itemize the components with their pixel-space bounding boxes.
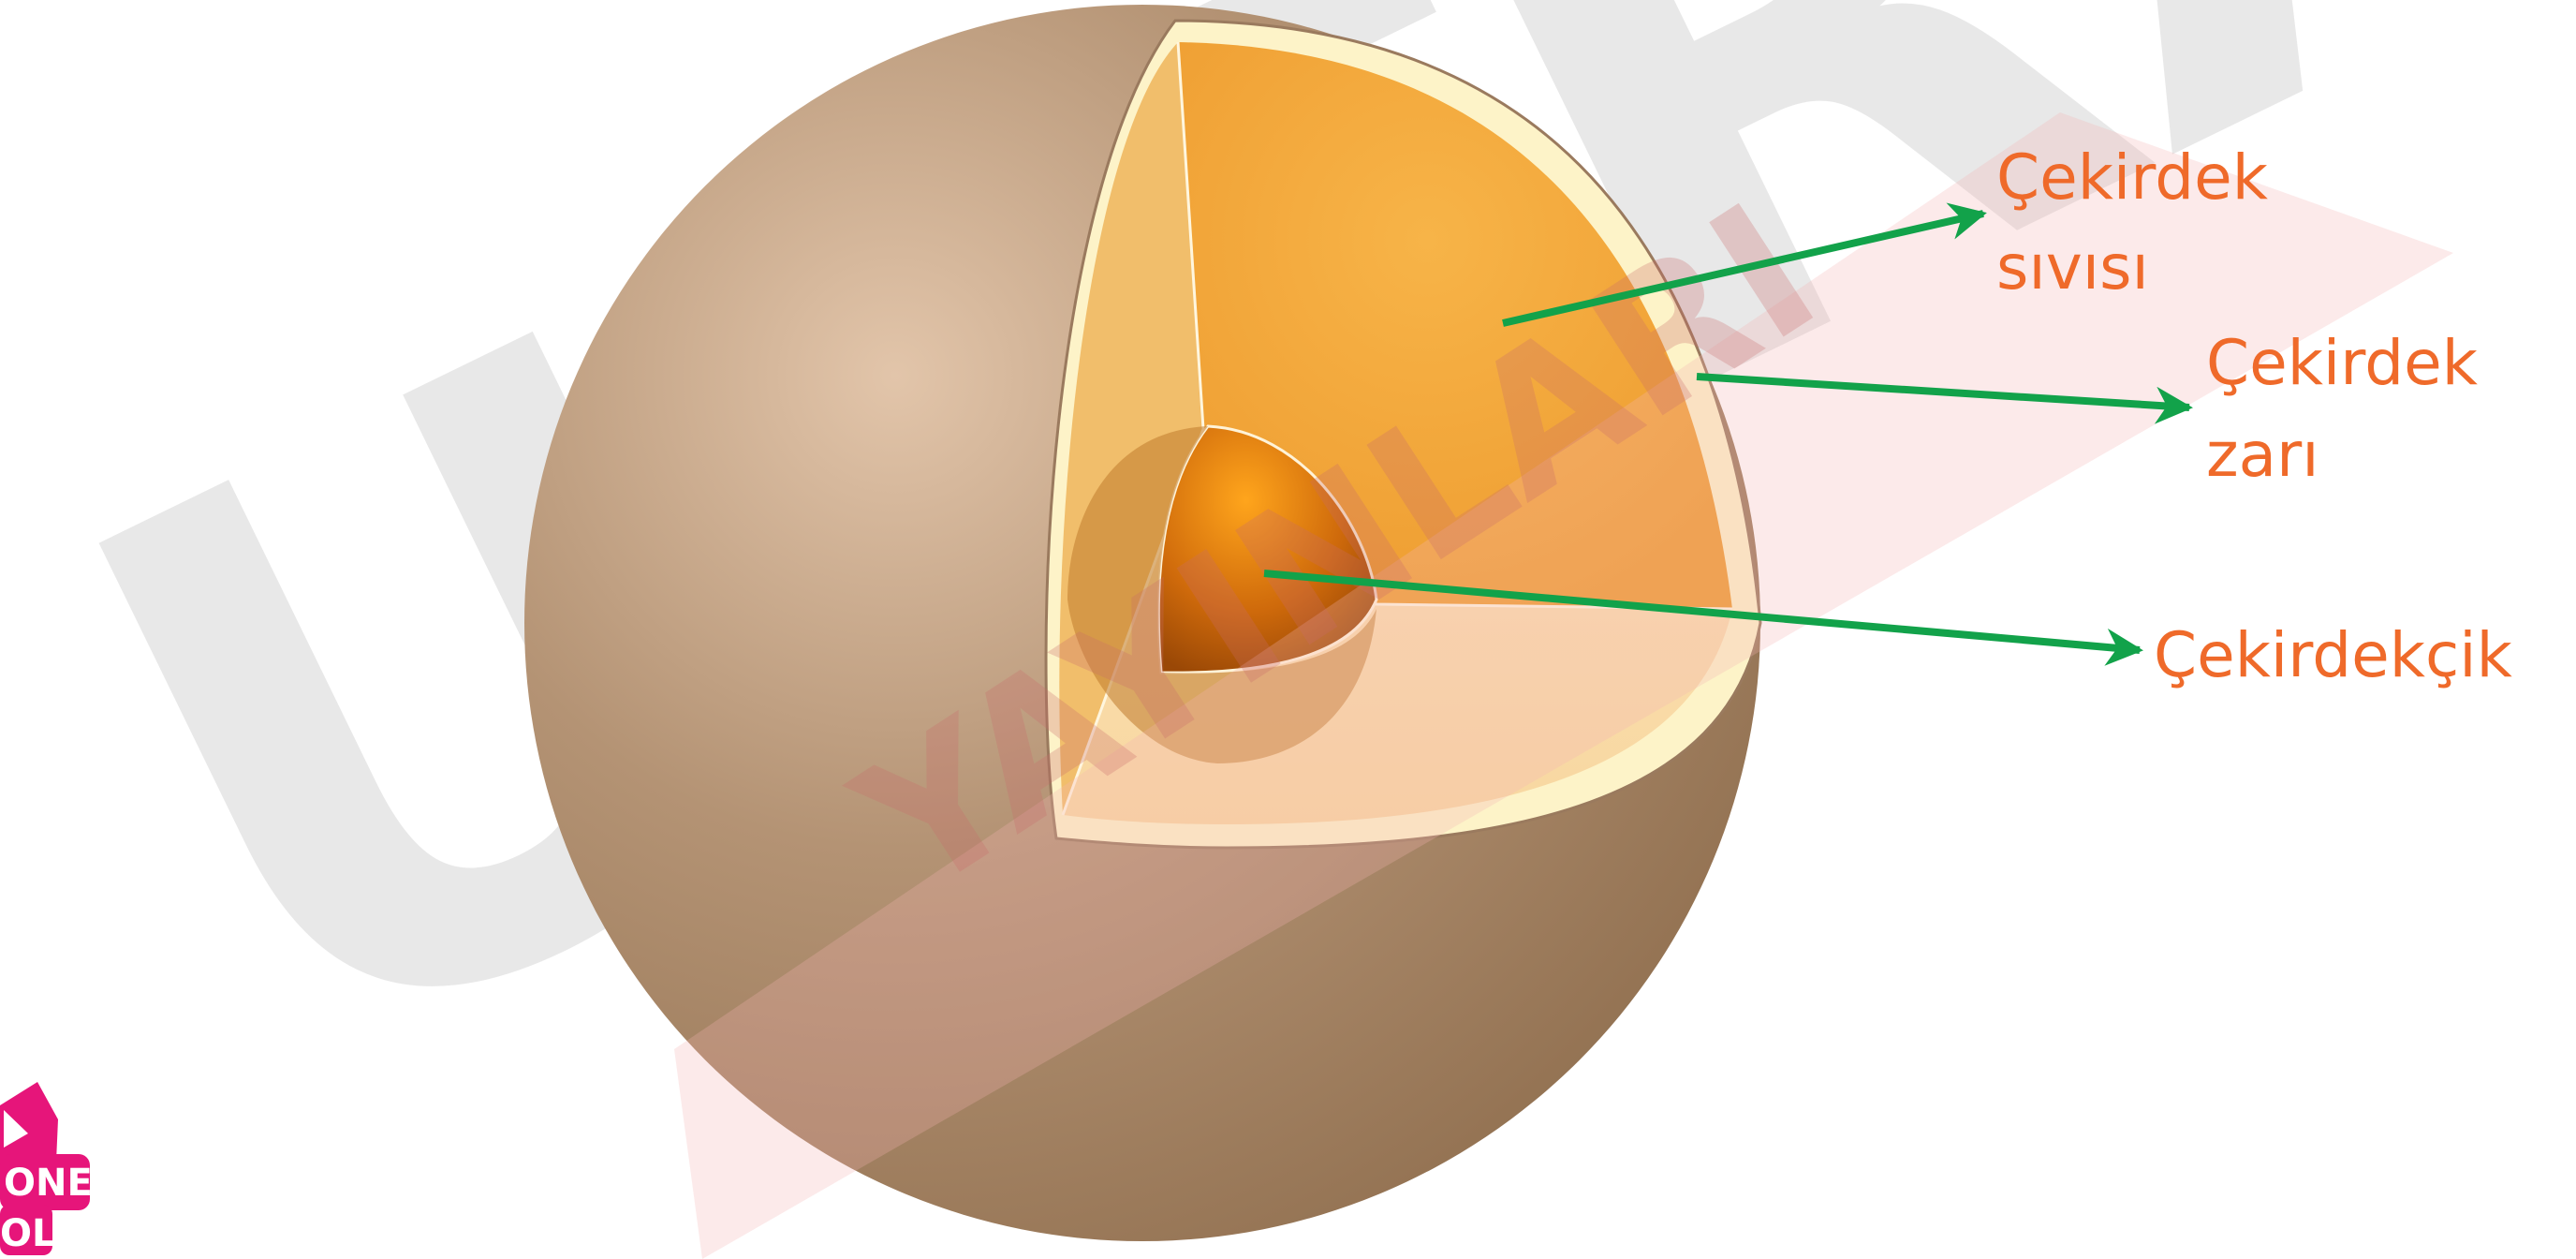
logo-line1: ONE [4, 1162, 93, 1205]
brand-logo: ONE OL [0, 1082, 93, 1255]
label-nuclear-membrane-line1: Çekirdek [2206, 327, 2479, 399]
label-nucleus-fluid-line2: sıvısı [1996, 231, 2149, 304]
label-nucleolus: Çekirdekçik [2154, 619, 2513, 691]
label-nuclear-membrane-line2: zarı [2206, 419, 2319, 491]
logo-line2: OL [0, 1212, 56, 1255]
label-nucleus-fluid-line1: Çekirdek [1996, 141, 2269, 214]
